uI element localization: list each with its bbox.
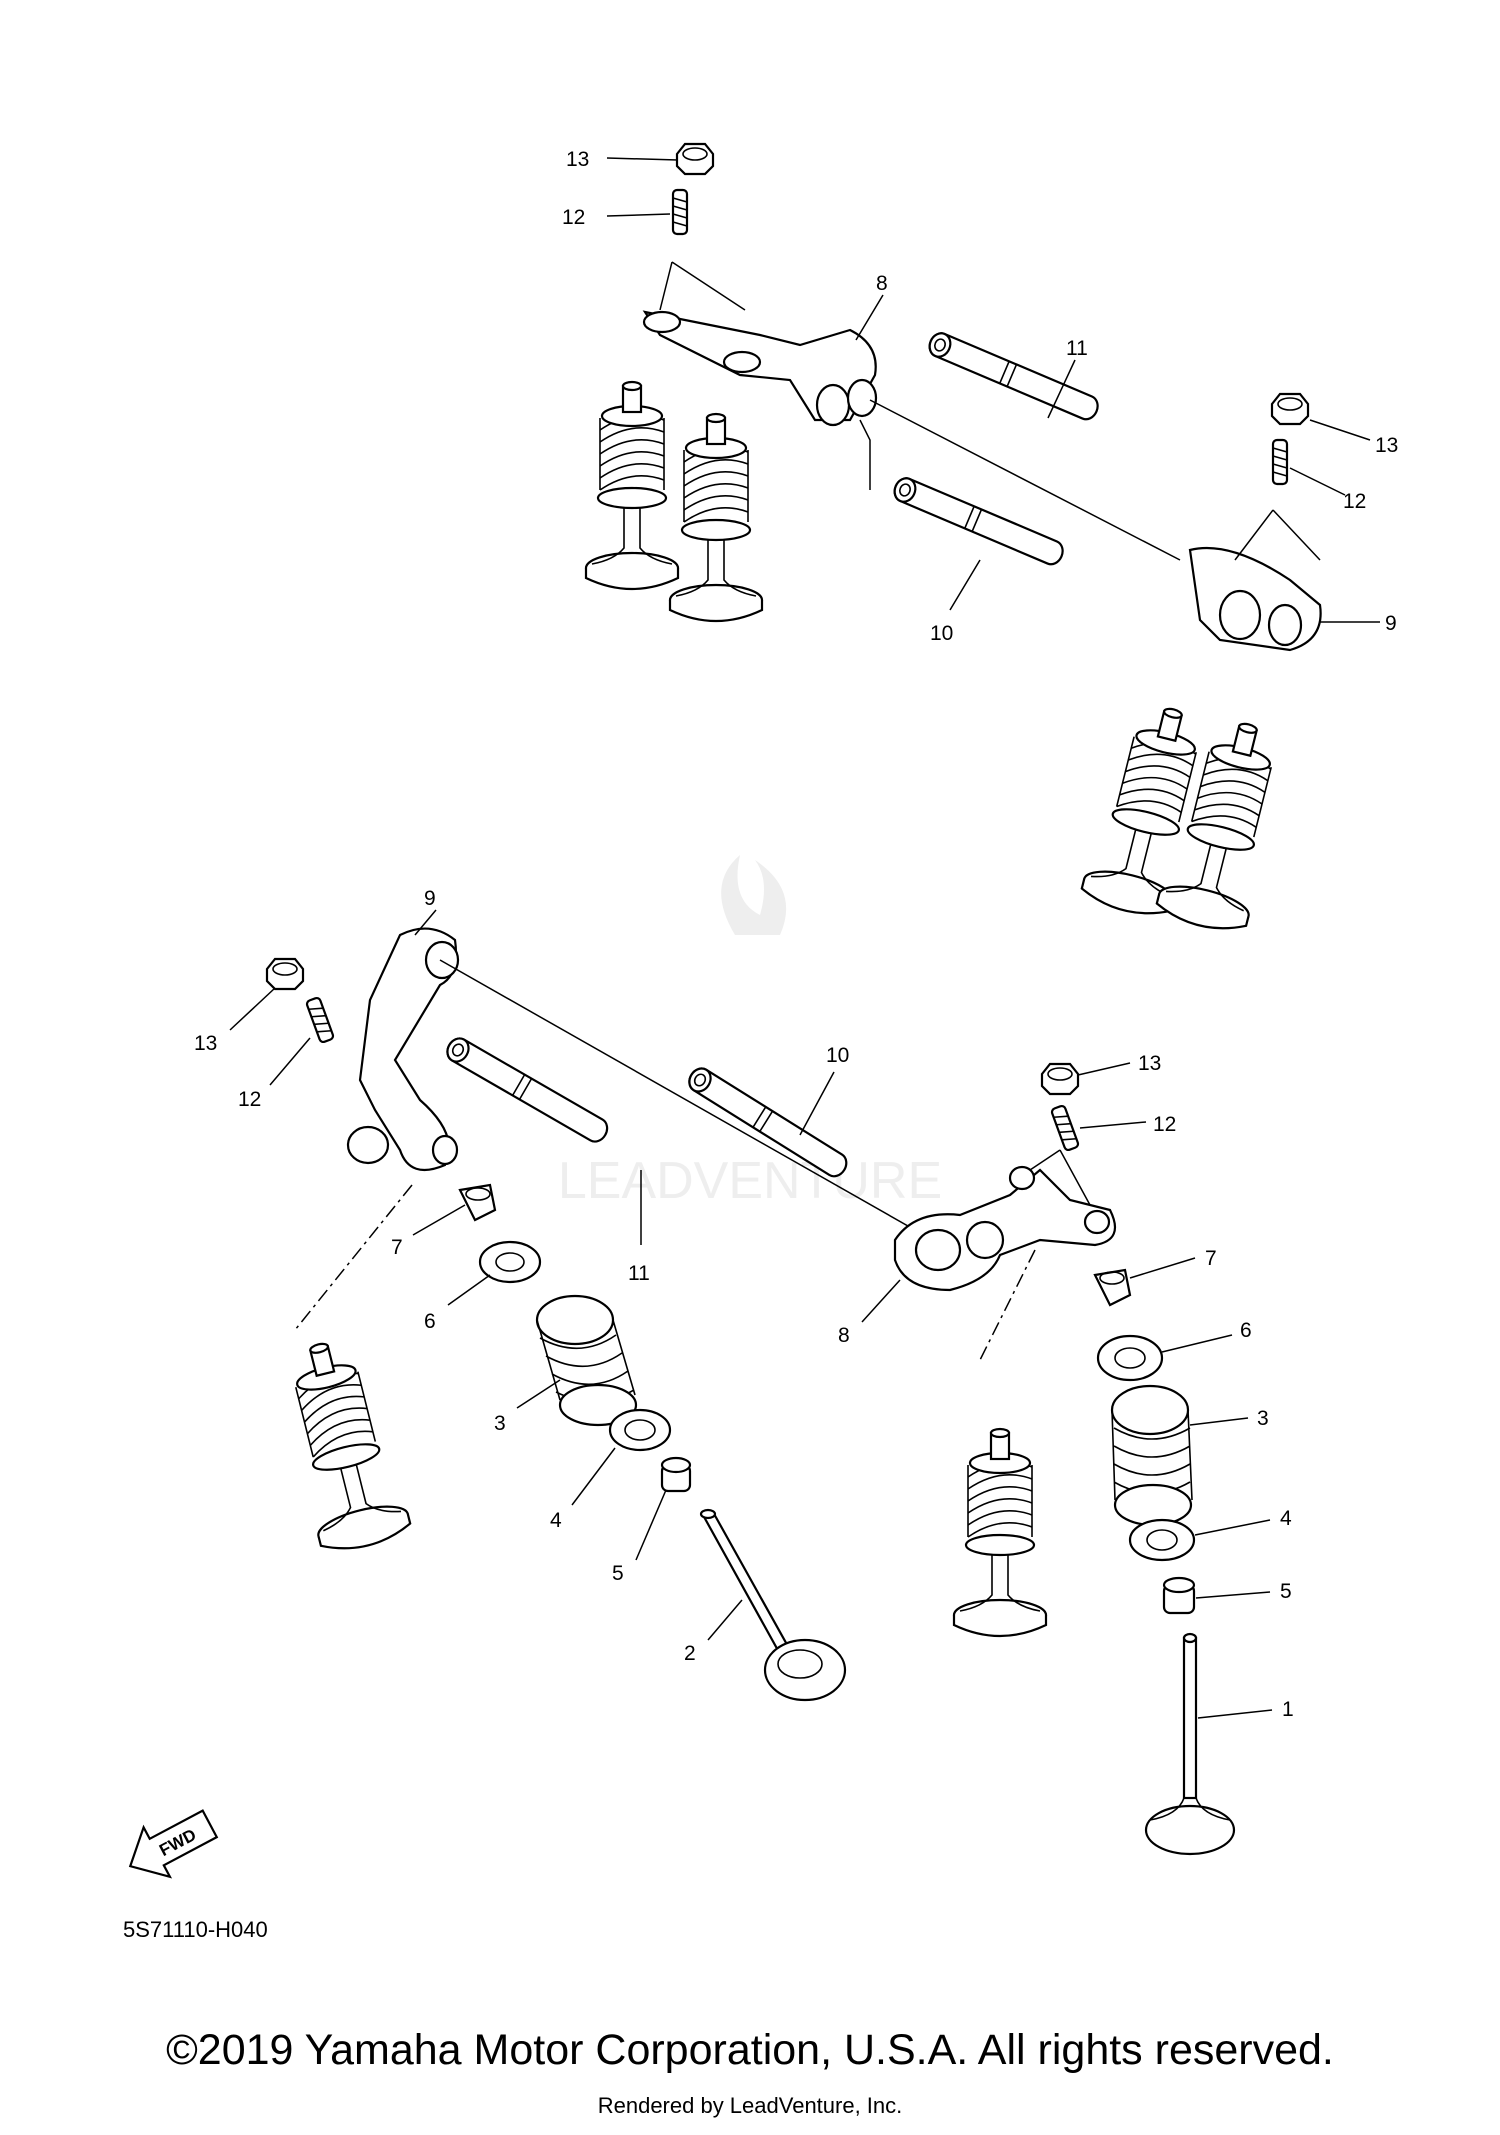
lower-assembly: 9 13 12 10 11 7 6 3 4 5 2 13 12 8 7 6 3 …	[194, 887, 1294, 1856]
upper-valve-spring-assembly-1	[584, 380, 680, 591]
upper-rocker-shaft-10	[890, 473, 1068, 569]
lower-spring-seat-6a	[478, 1240, 542, 1284]
lower-valve-cotter-7a	[458, 1183, 497, 1222]
callout-10: 10	[930, 622, 953, 645]
callout-8: 8	[876, 272, 888, 295]
upper-locknut-13b	[1270, 392, 1310, 426]
callout-7: 7	[1205, 1247, 1217, 1270]
lower-valve-spring-assembly-right	[952, 1427, 1048, 1638]
lower-rocker-arm-9	[346, 927, 460, 1172]
callout-6: 6	[1240, 1319, 1252, 1342]
callout-5: 5	[1280, 1580, 1292, 1603]
lower-locknut-13b	[1040, 1062, 1080, 1096]
lower-rocker-shaft-11	[442, 1033, 613, 1147]
upper-valve-spring-assembly-2	[668, 412, 764, 623]
callout-8: 8	[838, 1324, 850, 1347]
lower-spring-seat-4b	[1128, 1518, 1196, 1562]
callout-12: 12	[238, 1088, 261, 1111]
upper-rocker-arm-8	[642, 310, 878, 427]
lower-spring-seat-4a	[608, 1408, 672, 1452]
lower-valve-spring-assembly-left	[272, 1332, 414, 1558]
lower-locknut-13a	[265, 957, 305, 991]
lower-adjuster-12a	[304, 995, 336, 1045]
callout-13: 13	[1138, 1052, 1161, 1075]
callout-13: 13	[194, 1032, 217, 1055]
upper-assembly: 13 12 8 11 10 13 12 9	[562, 142, 1398, 938]
callout-11: 11	[628, 1262, 650, 1285]
callout-13: 13	[566, 148, 589, 171]
callout-12: 12	[1153, 1113, 1176, 1136]
callout-12: 12	[562, 206, 585, 229]
lower-valve-stem-seal-5a	[660, 1456, 692, 1493]
lower-spring-seat-6b	[1096, 1334, 1164, 1382]
lower-rocker-arm-8	[893, 1165, 1117, 1292]
callout-10: 10	[826, 1044, 849, 1067]
callout-12: 12	[1343, 490, 1366, 513]
callout-4: 4	[550, 1509, 562, 1532]
callout-7: 7	[391, 1236, 403, 1259]
upper-locknut-13a	[675, 142, 715, 176]
callout-5: 5	[612, 1562, 624, 1585]
callout-4: 4	[1280, 1507, 1292, 1530]
copyright-notice: ©2019 Yamaha Motor Corporation, U.S.A. A…	[166, 2026, 1334, 2074]
callout-9: 9	[424, 887, 436, 910]
callout-9: 9	[1385, 612, 1397, 635]
lower-valve-spring-3a	[535, 1294, 638, 1427]
lower-valve-stem-seal-5b	[1162, 1576, 1196, 1615]
leadventure-watermark: LEADVENTURE	[558, 855, 942, 1210]
lower-valve-cotter-7b	[1093, 1268, 1132, 1307]
callout-3: 3	[494, 1412, 506, 1435]
callout-2: 2	[684, 1642, 696, 1665]
watermark-text: LEADVENTURE	[558, 1152, 942, 1210]
callout-13: 13	[1375, 434, 1398, 457]
lower-valve-2	[699, 1508, 847, 1702]
lower-valve-1	[1144, 1632, 1236, 1856]
forward-arrow-icon: FWD	[128, 1809, 219, 1879]
lower-adjuster-12b	[1049, 1103, 1081, 1153]
diagram-reference-code: 5S71110-H040	[123, 1917, 268, 1942]
upper-rocker-arm-9	[1188, 546, 1322, 652]
upper-adjuster-12b	[1271, 438, 1289, 486]
lower-valve-spring-3b	[1110, 1384, 1193, 1527]
callout-6: 6	[424, 1310, 436, 1333]
callout-3: 3	[1257, 1407, 1269, 1430]
callout-11: 11	[1066, 337, 1088, 360]
rendered-by-credit: Rendered by LeadVenture, Inc.	[597, 2093, 903, 2118]
callout-1: 1	[1282, 1698, 1294, 1721]
upper-adjuster-12a	[671, 188, 689, 236]
